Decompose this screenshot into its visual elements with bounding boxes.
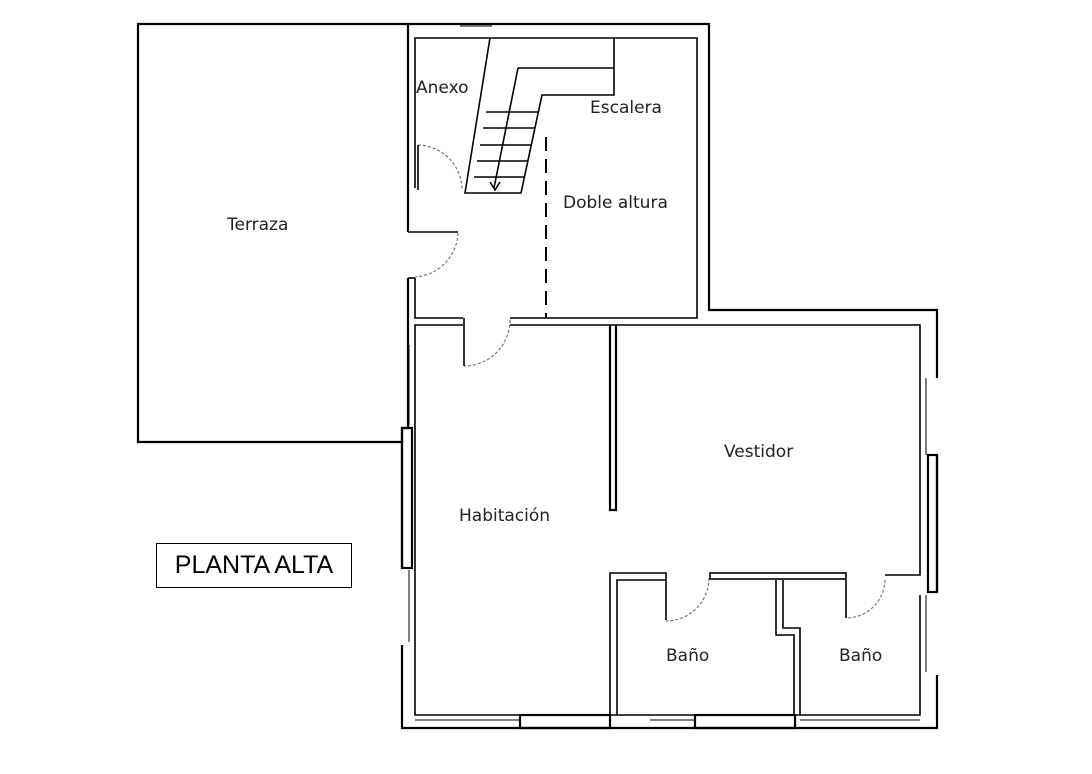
- room-label-anexo: Anexo: [416, 78, 469, 98]
- door-bano-2-arc: [845, 579, 886, 619]
- stair-rail-left: [464, 37, 615, 194]
- room-label-terraza: Terraza: [226, 215, 288, 235]
- bano-divider-inner: [782, 580, 801, 715]
- room-label-doble-altura: Doble altura: [563, 193, 668, 213]
- window-left: [400, 426, 414, 570]
- room-label-bano-2: Baño: [839, 646, 882, 666]
- room-label-habitacion: Habitación: [459, 506, 550, 526]
- stair-arrow: [489, 181, 501, 192]
- bano-divider: [775, 580, 795, 715]
- terraza-outline: [136, 22, 408, 444]
- door-terraza-arc: [414, 232, 459, 278]
- room-label-escalera: Escalera: [590, 98, 662, 118]
- window-right: [926, 453, 939, 594]
- door-bano-1-arc: [665, 577, 710, 622]
- partition-wall: [608, 325, 618, 512]
- window-bottom-2: [693, 713, 797, 730]
- room-label-bano-1: Baño: [666, 646, 709, 666]
- upper-inner-wall-left: [414, 278, 463, 319]
- room-label-vestidor: Vestidor: [724, 442, 793, 462]
- outer-wall-right-lower: [400, 645, 939, 730]
- bano-1-inner: [616, 579, 666, 715]
- upper-inner-wall: [414, 37, 698, 319]
- bano-1-wall: [609, 572, 667, 715]
- window-bottom: [518, 713, 612, 730]
- lower-inner-wall-bottom: [414, 595, 921, 716]
- door-habitacion-arc: [463, 319, 511, 367]
- outer-wall: [408, 22, 939, 378]
- lower-inner-wall: [414, 324, 463, 645]
- door-anexo-arc: [417, 144, 463, 191]
- lower-inner-wall-top: [510, 324, 921, 576]
- plan-title: PLANTA ALTA: [156, 543, 352, 588]
- bano-top-wall: [709, 572, 847, 580]
